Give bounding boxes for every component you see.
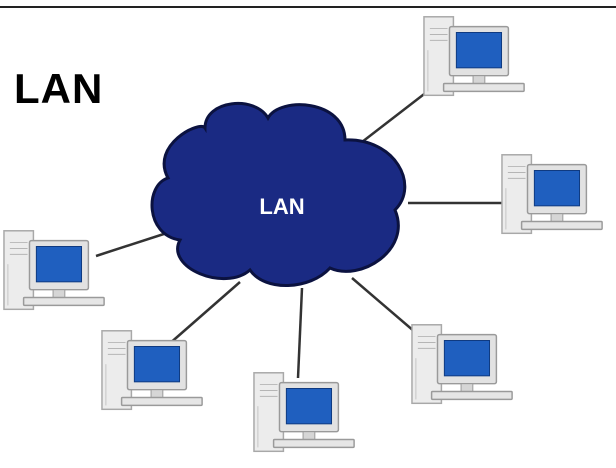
computer-bottom-right xyxy=(411,324,513,405)
link-bottom-center xyxy=(296,287,304,379)
link-left xyxy=(95,230,171,258)
cloud-label: LAN xyxy=(259,194,304,219)
diagram-heading: LAN xyxy=(14,65,104,112)
computer-bottom-center xyxy=(253,372,355,453)
computer-left xyxy=(3,230,105,311)
link-top-right xyxy=(361,87,433,143)
network-links xyxy=(95,87,504,379)
computer-top-right xyxy=(423,16,525,97)
top-divider xyxy=(0,6,616,8)
lan-cloud xyxy=(150,102,407,287)
link-bottom-right xyxy=(351,277,423,339)
link-bottom-left xyxy=(167,281,241,346)
computer-bottom-left xyxy=(101,330,203,411)
computer-right xyxy=(501,154,603,235)
